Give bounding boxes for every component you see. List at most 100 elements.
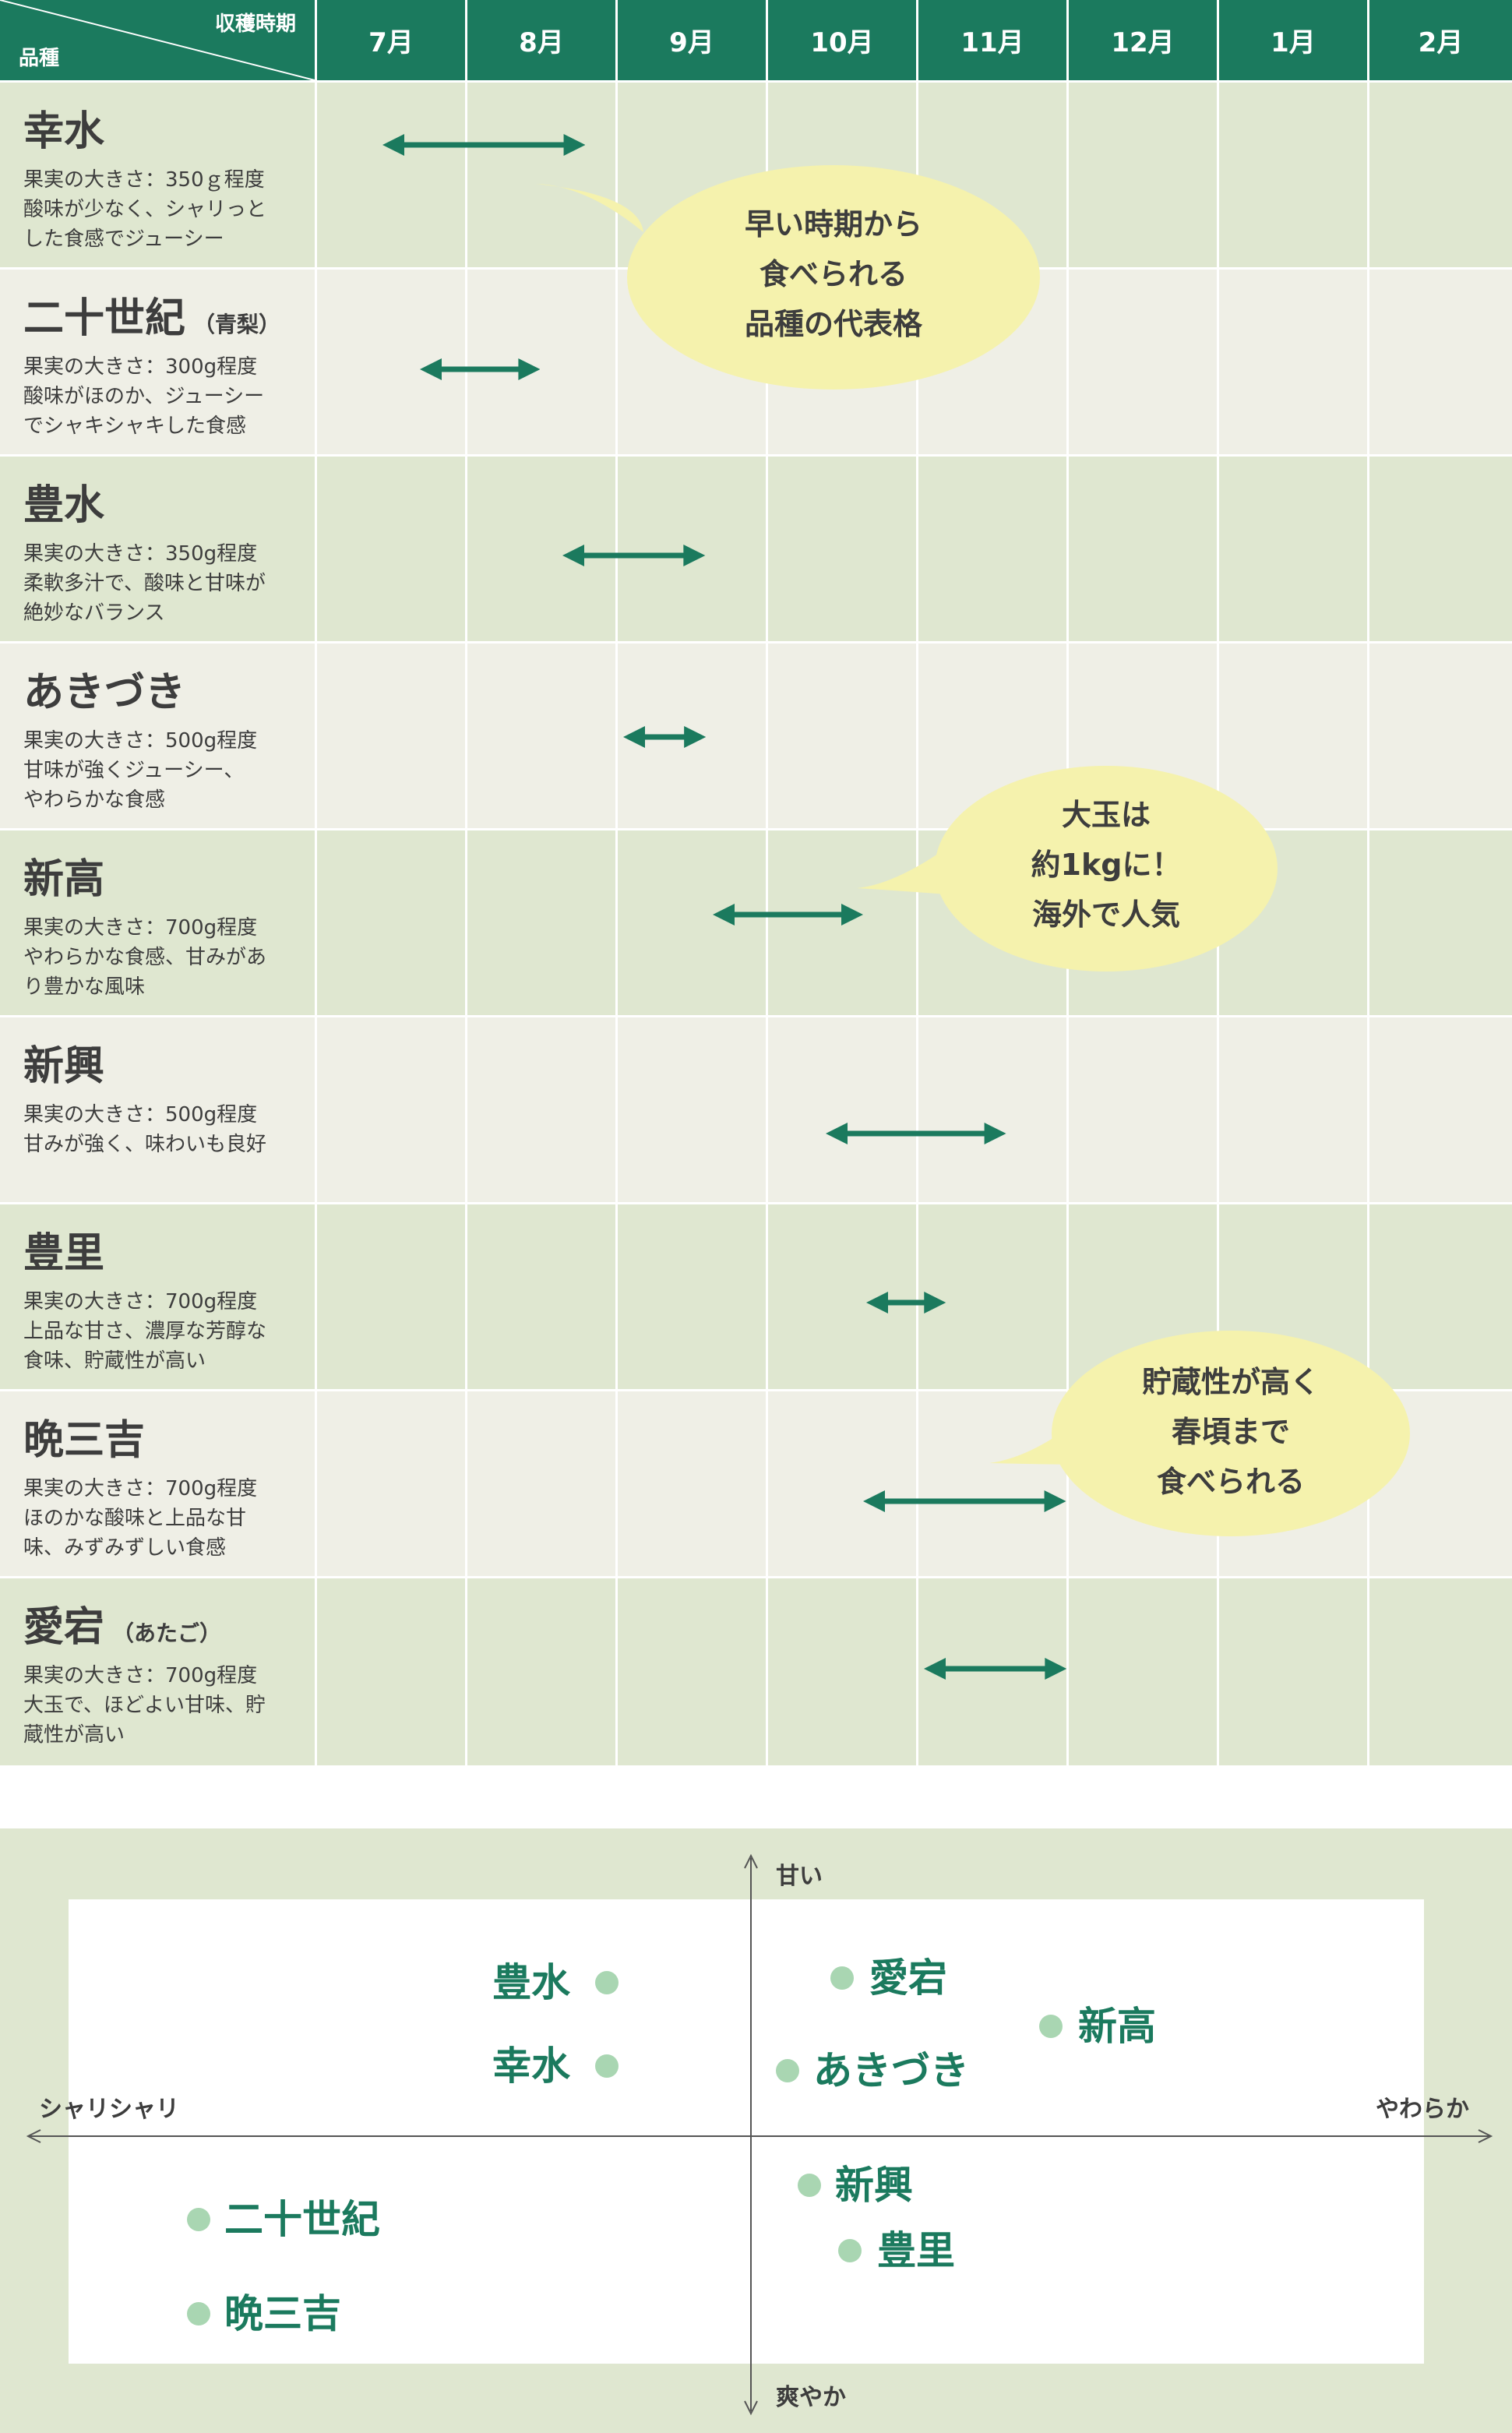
variety-name-kousui: 幸水	[23, 108, 105, 155]
arrow-head-right	[841, 904, 864, 926]
arrow-head-left	[420, 358, 442, 380]
arrow-shaft	[402, 142, 566, 148]
month-header-sep: 9月	[618, 0, 766, 80]
arrow-head-left	[713, 904, 735, 926]
arrow-shaft	[733, 911, 844, 918]
speech-bubble-niitaka	[857, 766, 1278, 971]
arrow-head-right	[518, 358, 541, 380]
variety-desc-housui: 果実の大きさ：350g程度柔軟多汁で、酸味と甘味が絶妙なバランス	[23, 542, 266, 625]
map-dot-atago	[830, 1966, 854, 1990]
harvest-arrow-akizuki	[622, 726, 706, 748]
speech-bubble-bansankichi	[989, 1331, 1410, 1536]
variety-name-akizuki: あきづき	[23, 669, 186, 716]
map-dot-housui	[595, 1971, 619, 1994]
variety-desc-shinkou: 果実の大きさ：500g程度甘みが強く、味わいも良好	[23, 1103, 267, 1156]
month-header-dec: 12月	[1069, 0, 1217, 80]
arrow-head-right	[563, 134, 586, 156]
grid-line	[1367, 80, 1369, 1765]
arrow-head-right	[683, 726, 706, 748]
variety-desc-kousui: 果実の大きさ：350ｇ程度酸味が少なく、シャリっとした食感でジューシー	[23, 168, 267, 251]
harvest-period-label: 収穫時期	[214, 12, 296, 36]
axis-label-crisp: シャリシャリ	[39, 2096, 179, 2123]
map-dot-bansankichi	[187, 2302, 210, 2325]
row-divider	[0, 1576, 1512, 1578]
month-header-jul: 7月	[317, 0, 465, 80]
row-divider	[0, 80, 1512, 83]
bubble-text-early: 早い時期から食べられる品種の代表格	[744, 207, 922, 341]
month-header-oct: 10月	[768, 0, 916, 80]
map-dot-nijisseiki	[187, 2208, 210, 2231]
harvest-arrow-nijisseiki	[420, 358, 541, 380]
arrow-shaft	[883, 1498, 1046, 1504]
variety-row	[0, 457, 1512, 644]
harvest-arrow-shinkou	[826, 1123, 1006, 1144]
grid-line	[465, 80, 467, 1765]
axis-label-sweet: 甘い	[776, 1863, 823, 1890]
harvest-arrow-kousui	[382, 134, 586, 156]
variety-name-niitaka: 新高	[23, 856, 105, 903]
map-label-housato: 豊里	[877, 2228, 955, 2273]
arrow-head-left	[863, 1490, 886, 1512]
arrow-head-left	[826, 1123, 848, 1144]
month-header-feb: 2月	[1369, 0, 1512, 80]
map-label-nijisseiki: 二十世紀	[224, 2197, 380, 2242]
variety-desc-niitaka: 果実の大きさ：700g程度やわらかな食感、甘みがあり豊かな風味	[23, 916, 267, 999]
harvest-arrow-housui	[562, 545, 706, 566]
grid-line	[315, 80, 317, 1765]
axis-label-soft: やわらか	[1376, 2096, 1469, 2123]
speech-bubble-early	[536, 165, 1040, 390]
variety-row	[0, 1017, 1512, 1204]
month-header-nov: 11月	[918, 0, 1066, 80]
variety-name-atago: 愛宕（あたご）	[23, 1604, 222, 1651]
map-label-niitaka: 新高	[1078, 2004, 1156, 2049]
arrow-shaft	[583, 552, 686, 559]
arrow-head-left	[622, 726, 645, 748]
map-label-housui: 豊水	[492, 1960, 570, 2005]
arrow-shaft	[643, 734, 686, 740]
harvest-calendar: 収穫時期 品種 7月 8月 9月 10月 11月 12月 1月 2月 幸水 果実…	[0, 0, 1512, 1765]
map-dot-niitaka	[1039, 2015, 1063, 2038]
variety-name-housui: 豊水	[23, 482, 105, 529]
map-label-atago: 愛宕	[869, 1955, 947, 2001]
arrow-shaft	[943, 1666, 1046, 1672]
harvest-arrow-atago	[923, 1658, 1066, 1680]
harvest-arrow-niitaka	[713, 904, 864, 926]
grid-line	[766, 80, 768, 1765]
variety-name-bansankichi: 晩三吉	[23, 1417, 146, 1464]
grid-line	[615, 80, 618, 1765]
harvest-arrow-housato	[866, 1292, 946, 1313]
map-dot-housato	[838, 2239, 862, 2262]
map-label-bansankichi: 晩三吉	[224, 2291, 341, 2336]
variety-label: 品種	[19, 47, 60, 70]
variety-desc-nijisseiki: 果実の大きさ：300g程度酸味がほのか、ジューシーでシャキシャキした食感	[23, 355, 265, 438]
variety-desc-akizuki: 果実の大きさ：500g程度甘味が強くジューシー、やわらかな食感	[23, 729, 258, 812]
arrow-head-left	[923, 1658, 946, 1680]
arrow-shaft	[846, 1130, 986, 1137]
arrow-head-right	[924, 1292, 946, 1313]
map-label-shinkou: 新興	[835, 2163, 913, 2208]
variety-row	[0, 644, 1512, 830]
arrow-head-right	[984, 1123, 1006, 1144]
bubble-text-niitaka: 大玉は約1kgに！海外で人気	[1031, 798, 1182, 932]
map-dot-kousui	[595, 2054, 619, 2078]
variety-name-shinkou: 新興	[23, 1043, 105, 1090]
variety-desc-atago: 果実の大きさ：700g程度大玉で、ほどよい甘味、貯蔵性が高い	[23, 1664, 266, 1747]
variety-row	[0, 1578, 1512, 1765]
row-divider	[0, 1015, 1512, 1017]
row-divider	[0, 828, 1512, 830]
header-diagonal	[0, 0, 315, 80]
arrow-head-right	[1044, 1658, 1066, 1680]
arrow-head-left	[382, 134, 404, 156]
variety-name-housato: 豊里	[23, 1230, 105, 1277]
row-divider	[0, 1389, 1512, 1391]
arrow-shaft	[440, 366, 520, 372]
map-dot-akizuki	[776, 2059, 799, 2082]
month-header-aug: 8月	[467, 0, 615, 80]
arrow-head-right	[683, 545, 706, 566]
harvest-arrow-bansankichi	[863, 1490, 1066, 1512]
month-header-jan: 1月	[1219, 0, 1367, 80]
bubble-text-bansankichi: 貯蔵性が高く春頃まで食べられる	[1141, 1365, 1320, 1499]
arrow-head-left	[866, 1292, 889, 1313]
taste-map-panel	[69, 1899, 1424, 2364]
header-corner: 収穫時期 品種	[0, 0, 315, 80]
